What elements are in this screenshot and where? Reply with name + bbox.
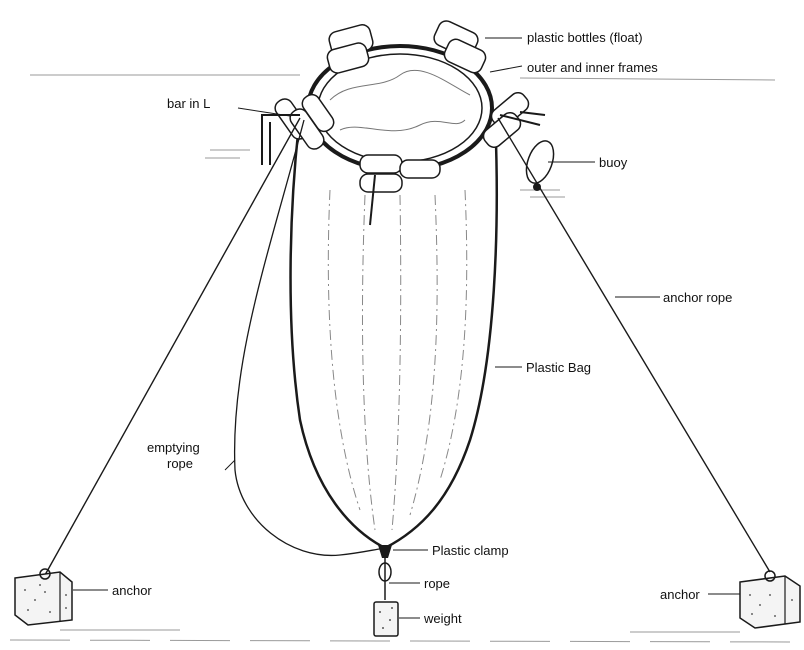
buoy [521,137,559,191]
label-plastic-clamp: Plastic clamp [432,543,509,558]
plastic-clamp [378,545,392,558]
anchor-right [740,571,800,628]
bag-folds [328,190,466,530]
label-emptying-rope-line1: emptying [147,440,200,455]
label-plastic-bag: Plastic Bag [526,360,591,375]
leader-lines [73,38,740,618]
weight [374,602,398,636]
label-anchor-rope: anchor rope [663,290,732,305]
label-emptying-rope-line2: rope [167,456,193,471]
label-bar-in-l: bar in L [167,96,210,111]
label-anchor-right: anchor [660,587,700,602]
label-frames: outer and inner frames [527,60,658,75]
anchor-ropes [45,118,770,575]
anchor-left [15,569,72,625]
label-weight: weight [423,611,462,626]
label-rope: rope [424,576,450,591]
label-plastic-bottles: plastic bottles (float) [527,30,643,45]
bottom-rope [379,558,391,600]
label-buoy: buoy [599,155,628,170]
label-anchor-left: anchor [112,583,152,598]
